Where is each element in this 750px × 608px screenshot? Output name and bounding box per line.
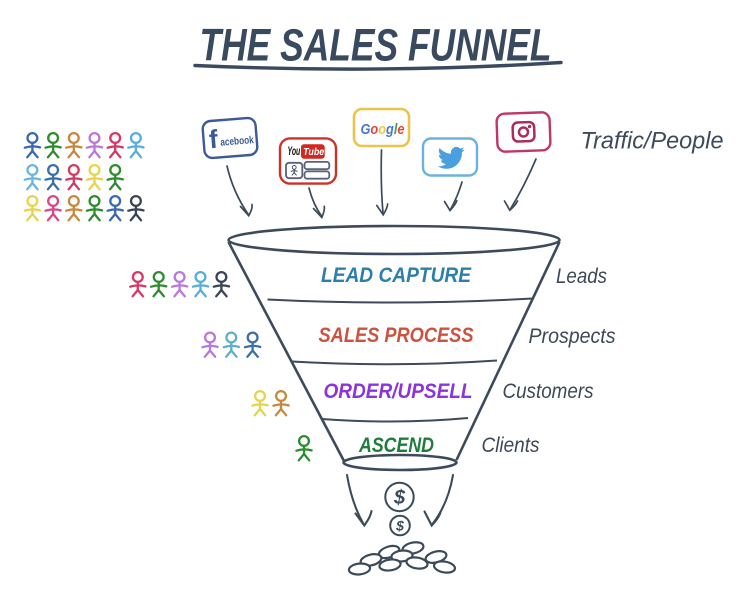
svg-text:Prospects: Prospects — [529, 325, 616, 348]
svg-text:Google: Google — [361, 122, 405, 138]
svg-text:ORDER/UPSELL: ORDER/UPSELL — [324, 380, 473, 403]
svg-text:You: You — [288, 145, 301, 158]
svg-text:$: $ — [395, 518, 404, 534]
svg-text:Clients: Clients — [482, 434, 540, 457]
svg-text:Leads: Leads — [556, 265, 607, 288]
svg-text:ASCEND: ASCEND — [358, 434, 434, 457]
svg-text:Traffic/People: Traffic/People — [581, 128, 724, 155]
svg-text:THE SALES FUNNEL: THE SALES FUNNEL — [200, 20, 552, 71]
svg-text:Tube: Tube — [303, 146, 325, 158]
svg-text:SALES PROCESS: SALES PROCESS — [319, 324, 474, 347]
svg-text:acebook: acebook — [220, 134, 254, 149]
svg-text:Customers: Customers — [503, 380, 594, 403]
svg-text:f: f — [208, 124, 219, 155]
svg-text:LEAD CAPTURE: LEAD CAPTURE — [321, 264, 472, 287]
svg-text:$: $ — [393, 487, 406, 509]
